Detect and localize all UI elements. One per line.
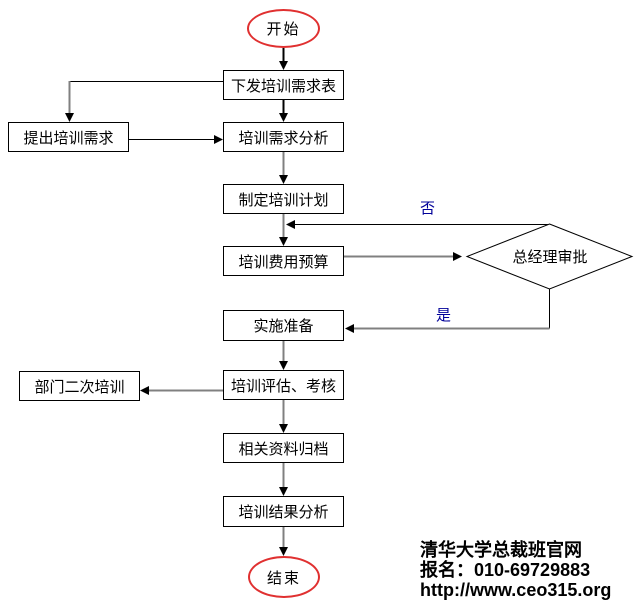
arrowhead xyxy=(279,113,288,122)
node-distribute-form-label: 下发培训需求表 xyxy=(230,77,336,95)
node-distribute-form: 下发培训需求表 xyxy=(223,70,344,100)
node-gm-approval: 总经理审批 xyxy=(467,242,633,271)
node-propose-needs: 提出培训需求 xyxy=(8,122,129,152)
arrowhead xyxy=(279,547,288,556)
footer-phone: 报名：010-69729883 xyxy=(420,560,591,580)
node-archive-label: 相关资料归档 xyxy=(238,440,329,458)
arrowhead xyxy=(279,487,288,496)
node-budget: 培训费用预算 xyxy=(223,246,344,276)
node-evaluation: 培训评估、考核 xyxy=(223,370,344,400)
node-needs-analysis-label: 培训需求分析 xyxy=(238,129,329,147)
node-dept-second-training: 部门二次培训 xyxy=(19,371,140,401)
node-budget-label: 培训费用预算 xyxy=(238,253,329,271)
node-start: 开始 xyxy=(247,9,320,48)
footer-site-name: 清华大学总裁班官网 xyxy=(420,540,582,560)
arrowhead xyxy=(279,424,288,433)
node-archive: 相关资料归档 xyxy=(223,433,344,463)
node-gm-approval-label: 总经理审批 xyxy=(512,249,588,266)
node-make-plan: 制定培训计划 xyxy=(223,184,344,214)
node-make-plan-label: 制定培训计划 xyxy=(238,191,329,209)
arrowhead xyxy=(279,361,288,370)
arrowhead xyxy=(214,135,223,144)
arrowhead xyxy=(140,386,149,395)
node-result-analysis-label: 培训结果分析 xyxy=(238,504,329,521)
node-propose-needs-label: 提出培训需求 xyxy=(23,129,114,147)
arrowhead xyxy=(345,324,354,333)
arrowhead xyxy=(279,61,288,70)
node-evaluation-label: 培训评估、考核 xyxy=(230,377,336,395)
node-dept-second-training-label: 部门二次培训 xyxy=(34,378,125,396)
edge-label-yes: 是 xyxy=(436,307,452,324)
node-needs-analysis: 培训需求分析 xyxy=(223,122,344,152)
arrowhead xyxy=(65,113,74,122)
footer-url: http://www.ceo315.org xyxy=(420,580,612,600)
arrowhead xyxy=(279,237,288,246)
edge-label-no: 否 xyxy=(420,200,436,217)
arrowhead xyxy=(453,252,462,261)
node-implementation-prep-label: 实施准备 xyxy=(253,318,314,335)
node-end-label: 结束 xyxy=(266,569,301,587)
node-end: 结束 xyxy=(248,556,320,598)
arrowhead xyxy=(286,220,295,229)
node-start-label: 开始 xyxy=(266,21,301,38)
node-implementation-prep: 实施准备 xyxy=(223,310,344,341)
node-result-analysis: 培训结果分析 xyxy=(223,496,344,527)
arrowhead xyxy=(279,175,288,184)
footer: 清华大学总裁班官网 报名：010-69729883 http://www.ceo… xyxy=(420,540,611,600)
